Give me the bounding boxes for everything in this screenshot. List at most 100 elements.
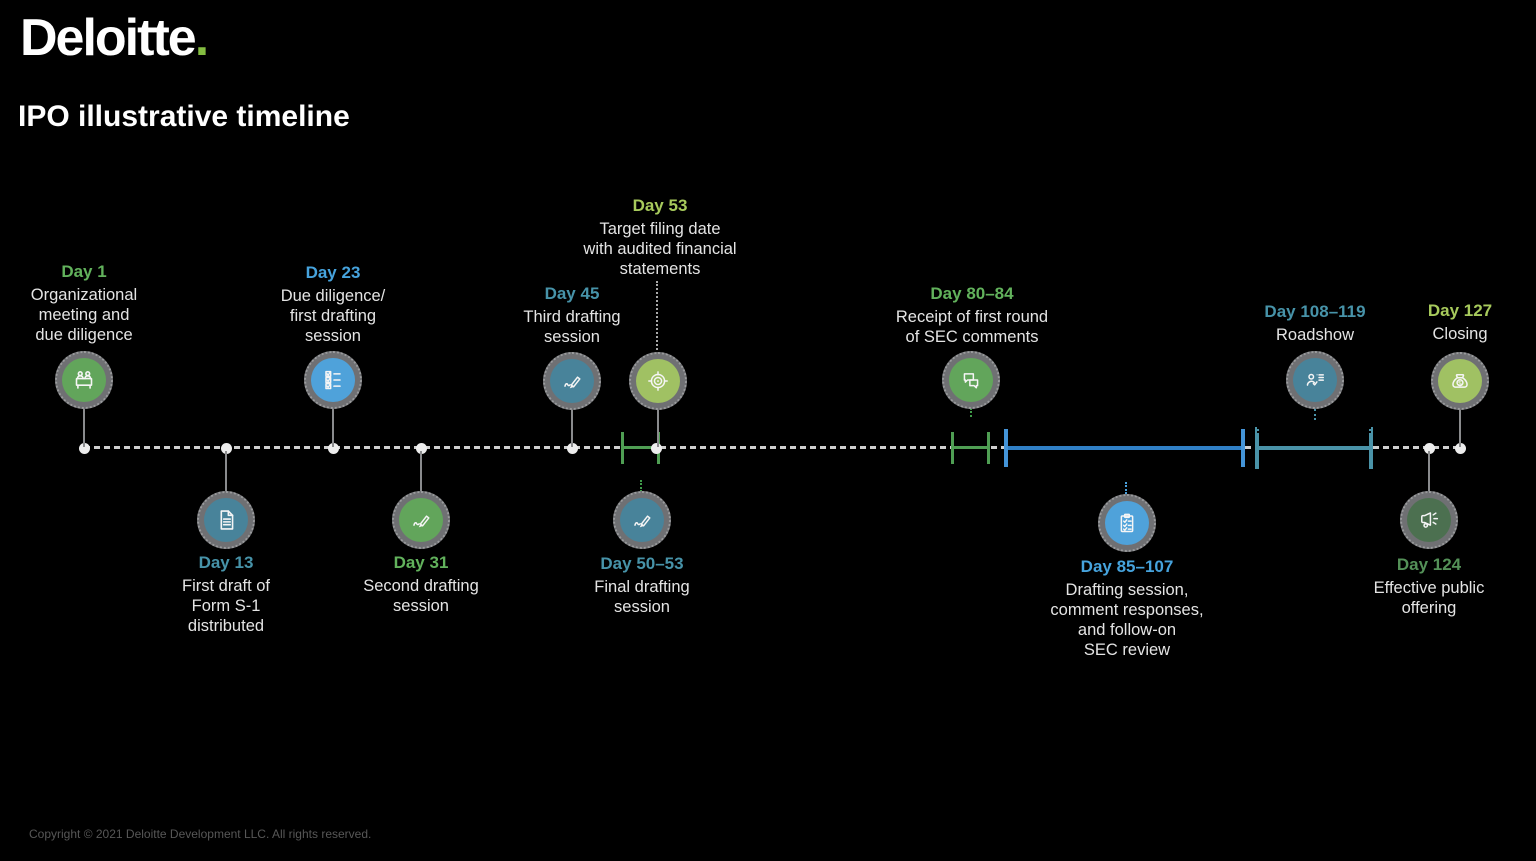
segment-day-80-84	[952, 446, 989, 449]
milestone-label-day-53: Day 53 Target filing date with audited f…	[552, 196, 768, 279]
moneybag-icon: $	[1452, 373, 1468, 388]
connector-day-1	[83, 405, 85, 447]
segment-day-85-107	[1008, 446, 1242, 450]
logo-text: Deloitte	[20, 9, 197, 67]
clipboard-icon	[1120, 513, 1134, 533]
milestone-label-day-127: Day 127 Closing	[1392, 301, 1528, 344]
day-label: Day 13	[198, 553, 254, 572]
connector-day-45	[571, 406, 573, 447]
day-description: Drafting session, comment responses, and…	[1050, 581, 1204, 659]
milestone-circle-day-53	[629, 352, 687, 410]
day-description: Closing	[1432, 325, 1488, 343]
tick-day-108	[1255, 427, 1259, 469]
day-description: Final drafting session	[594, 578, 690, 616]
timeline-dot-day-31	[416, 443, 427, 454]
milestone-label-day-45: Day 45 Third drafting session	[484, 284, 660, 347]
day-label: Day 85–107	[1080, 557, 1174, 576]
checklist-icon	[325, 370, 341, 390]
day-description: Target filing date with audited financia…	[583, 220, 737, 278]
segment-day-50-53	[622, 446, 659, 449]
dotted-connector-day-53	[656, 281, 658, 350]
milestone-label-day-1: Day 1 Organizational meeting and due dil…	[0, 262, 172, 345]
megaphone-icon	[1421, 512, 1439, 528]
milestone-circle-day-45	[543, 352, 601, 410]
timeline-dashed-segment	[1245, 446, 1256, 449]
pen-icon	[564, 376, 581, 389]
day-label: Day 108–119	[1264, 302, 1366, 321]
day-label: Day 53	[632, 196, 688, 215]
day-label: Day 124	[1396, 555, 1462, 574]
milestone-label-day-124: Day 124 Effective public offering	[1337, 555, 1521, 618]
milestone-label-day-23: Day 23 Due diligence/ first drafting ses…	[245, 263, 421, 346]
timeline-dot-day-124	[1424, 443, 1435, 454]
svg-text:$: $	[1458, 379, 1462, 387]
segment-day-108-119	[1259, 446, 1370, 450]
day-label: Day 1	[61, 262, 107, 281]
milestone-label-day-13: Day 13 First draft of Form S-1 distribut…	[138, 553, 314, 636]
meeting-icon	[75, 371, 93, 389]
milestone-circle-day-1	[55, 351, 113, 409]
timeline-dashed-segment	[660, 446, 952, 449]
timeline-dot-day-53	[651, 443, 662, 454]
day-label: Day 80–84	[930, 284, 1014, 303]
milestone-circle-day-13	[197, 491, 255, 549]
day-label: Day 31	[393, 553, 449, 572]
timeline-dot-day-45	[567, 443, 578, 454]
bracket-stub-day-80-84	[970, 408, 972, 417]
bracket-day-80-84	[952, 417, 988, 432]
day-label: Day 23	[305, 263, 361, 282]
presentation-icon	[1306, 373, 1324, 386]
timeline-dot-day-23	[328, 443, 339, 454]
logo-green-dot: .	[194, 9, 210, 67]
milestone-label-day-50-53: Day 50–53 Final drafting session	[550, 554, 734, 617]
pen-icon	[634, 515, 651, 528]
pen-icon	[413, 515, 430, 528]
milestone-circle-day-127: $	[1431, 352, 1489, 410]
milestone-label-day-85-107: Day 85–107 Drafting session, comment res…	[1010, 557, 1244, 660]
milestone-circle-day-23	[304, 351, 362, 409]
bracket-day-108-119	[1257, 420, 1371, 433]
milestone-label-day-108-119: Day 108–119 Roadshow	[1203, 302, 1427, 345]
timeline-dashed-segment	[84, 446, 622, 449]
timeline-dot-day-1	[79, 443, 90, 454]
connector-day-13	[225, 451, 227, 493]
bracket-stub-day-50-53	[640, 480, 642, 492]
bracket-stub-day-108-119	[1314, 409, 1316, 420]
connector-day-31	[420, 451, 422, 493]
connector-day-23	[332, 405, 334, 447]
milestone-circle-day-108-119	[1286, 351, 1344, 409]
tick-day-119	[1369, 427, 1373, 469]
milestone-circle-day-50-53	[613, 491, 671, 549]
bracket-stub-day-85-107	[1125, 482, 1127, 494]
bracket-day-85-107	[1005, 469, 1242, 482]
milestone-circle-day-124	[1400, 491, 1458, 549]
day-label: Day 45	[544, 284, 600, 303]
copyright-text: Copyright © 2021 Deloitte Development LL…	[29, 827, 372, 841]
milestone-label-day-80-84: Day 80–84 Receipt of first round of SEC …	[855, 284, 1089, 347]
page-title: IPO illustrative timeline	[18, 100, 350, 133]
tick-day-50	[621, 432, 624, 464]
day-description: First draft of Form S-1 distributed	[181, 577, 271, 635]
milestone-label-day-31: Day 31 Second drafting session	[323, 553, 519, 616]
tick-day-85	[1004, 429, 1008, 467]
timeline-dot-day-13	[221, 443, 232, 454]
day-description: Receipt of first round of SEC comments	[895, 308, 1049, 346]
connector-day-53	[657, 406, 659, 447]
timeline-dashed-segment	[991, 446, 1005, 449]
tick-day-80	[951, 432, 954, 464]
day-description: Third drafting session	[523, 308, 621, 346]
deloitte-logo: Deloitte.	[20, 8, 209, 68]
bracket-day-50-53	[622, 466, 658, 480]
day-label: Day 50–53	[600, 554, 684, 573]
tick-day-84	[987, 432, 990, 464]
day-description: Roadshow	[1276, 326, 1354, 344]
document-icon	[220, 510, 234, 530]
day-description: Effective public offering	[1373, 579, 1485, 617]
day-description: Due diligence/ first drafting session	[280, 287, 386, 345]
day-description: Second drafting session	[363, 577, 479, 615]
connector-day-124	[1428, 451, 1430, 493]
milestone-circle-day-80-84	[942, 351, 1000, 409]
day-label: Day 127	[1427, 301, 1493, 320]
tick-day-107	[1241, 429, 1245, 467]
timeline-dashed-segment	[1373, 446, 1463, 449]
